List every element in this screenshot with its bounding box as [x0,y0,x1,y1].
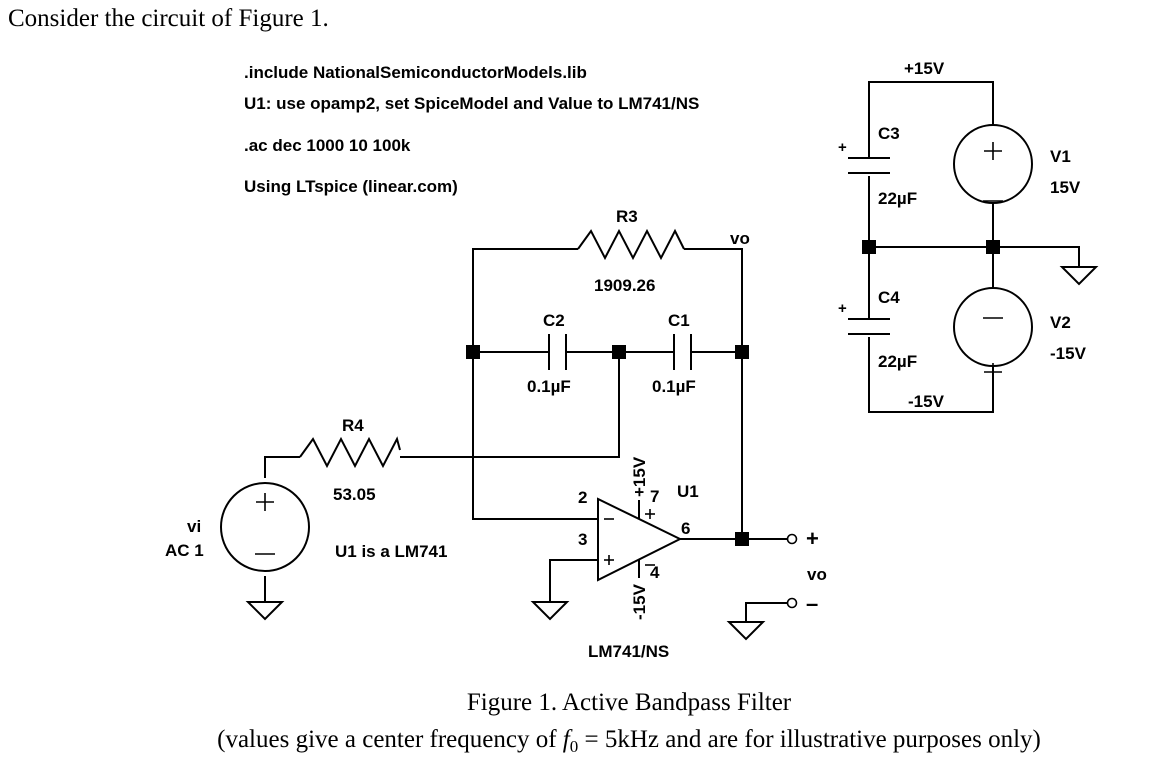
u1-pin7: 7 [650,487,659,506]
c1-value: 0.1µF [652,377,696,396]
vi-source-symbol [220,482,310,572]
supply-neg-label: -15V [908,392,945,411]
c2-name: C2 [543,311,565,330]
directive-include: .include NationalSemiconductorModels.lib [244,63,587,82]
v1-name: V1 [1050,147,1071,166]
u1-pin2: 2 [578,488,587,507]
caption-pre: (values give a center frequency of [217,726,563,753]
r3-value: 1909.26 [594,276,655,295]
ground-icon [530,601,570,621]
u1-note: U1 is a LM741 [335,542,447,561]
c3-value: 22µF [878,189,917,208]
junction-dot [612,345,626,359]
v1-value: 15V [1050,178,1081,197]
output-minus-sign: – [806,591,818,616]
ground-icon [1059,266,1099,286]
ground-icon [726,621,766,641]
c4-polarity: + [838,300,847,317]
c2-capacitor-symbol [548,334,567,370]
junction-dot [862,240,876,254]
v1-source-symbol [953,124,1033,204]
directive-opamp: U1: use opamp2, set SpiceModel and Value… [244,94,699,113]
u1-pin3: 3 [578,530,587,549]
c1-capacitor-symbol [673,334,692,370]
caption-f: f [563,726,573,753]
c3-name: C3 [878,124,900,143]
directive-ac: .ac dec 1000 10 100k [244,136,411,155]
caption-sub: 0 [570,737,579,756]
caption-title: Figure 1. Active Bandpass Filter [467,689,792,716]
main-wires [264,248,788,622]
junction-dot [735,345,749,359]
output-plus-sign: + [806,526,819,551]
c4-value: 22µF [878,352,917,371]
r3-resistor-symbol [577,228,685,261]
v2-source-symbol [953,287,1033,381]
c4-name: C4 [878,288,900,307]
supply-wires [868,81,1080,413]
r4-value: 53.05 [333,485,376,504]
v2-name: V2 [1050,313,1071,332]
u1-vpos-label: +15V [630,456,649,497]
vi-value: AC 1 [165,541,204,560]
caption-eq: = 5kHz and are for illustrative purposes… [578,726,1041,753]
vi-name: vi [187,517,201,536]
u1-vneg-label: -15V [630,583,649,620]
c4-capacitor-symbol [848,318,890,335]
u1-model: LM741/NS [588,642,669,661]
spice-directives: .include NationalSemiconductorModels.lib… [244,63,699,196]
output-plus-terminal [786,533,798,545]
directive-ltspice: Using LTspice (linear.com) [244,177,458,196]
c3-polarity: + [838,139,847,156]
r4-resistor-symbol [299,436,401,469]
u1-pin4: 4 [650,563,660,582]
r3-name: R3 [616,207,638,226]
junction-dot [466,345,480,359]
junction-dot [986,240,1000,254]
vo-net-label: vo [730,229,750,248]
v2-value: -15V [1050,344,1087,363]
junction-dots [466,345,749,546]
u1-opamp-symbol [597,497,683,582]
ground-icon [245,601,285,621]
u1-name: U1 [677,482,699,501]
supply-pos-label: +15V [904,59,945,78]
junction-dot [735,532,749,546]
caption-subtitle: (values give a center frequency of f0 = … [217,726,1041,756]
c1-name: C1 [668,311,690,330]
output-vo-label: vo [807,565,827,584]
intro-text: Consider the circuit of Figure 1. [8,5,329,32]
r4-name: R4 [342,416,364,435]
c2-value: 0.1µF [527,377,571,396]
output-minus-terminal [786,597,798,609]
u1-pin6: 6 [681,519,690,538]
junction-dots-supply [862,240,1000,254]
c3-capacitor-symbol [848,157,890,174]
